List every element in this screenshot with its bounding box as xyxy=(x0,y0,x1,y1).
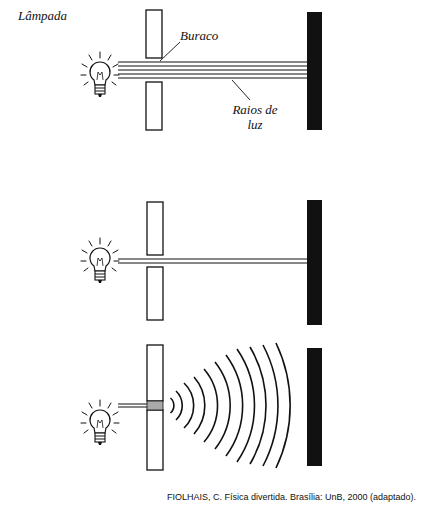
hole-label: Buraco xyxy=(180,28,250,43)
panel-wide-hole xyxy=(81,10,322,130)
panel-narrow-hole xyxy=(81,200,322,325)
light-rays-label: Raios de luz xyxy=(230,102,280,132)
panel-tiny-hole-diffraction xyxy=(81,343,322,470)
lamp-label: Lâmpada xyxy=(18,8,98,23)
source-caption: FIOLHAIS, C. Física divertida. Brasília:… xyxy=(167,492,416,503)
